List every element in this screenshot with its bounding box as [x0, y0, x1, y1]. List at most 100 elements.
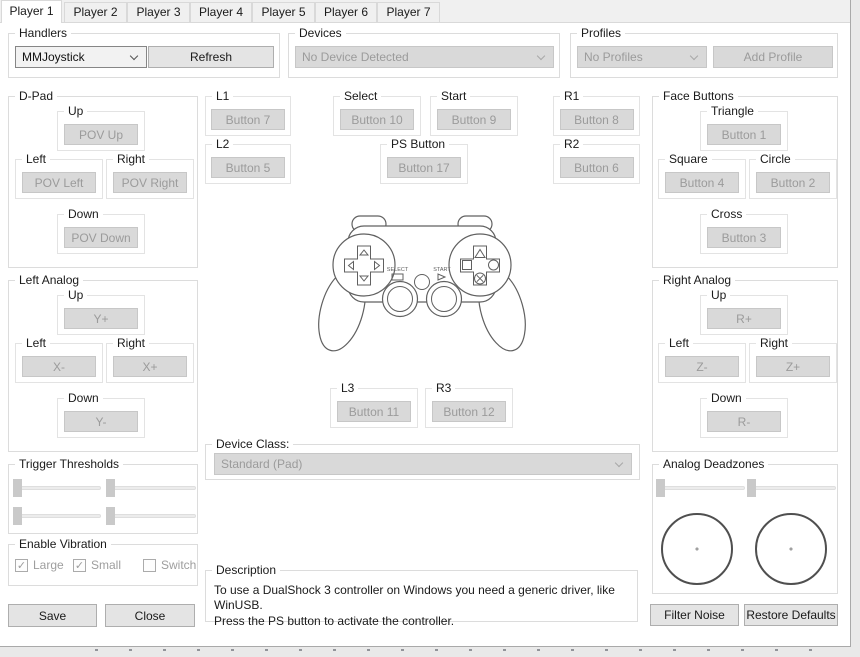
dpad-up-label: Up [64, 104, 88, 119]
slider-thumb[interactable] [656, 479, 665, 497]
vibration-small-checkbox[interactable]: ✓ Small [73, 558, 121, 572]
tab-player-2[interactable]: Player 2 [64, 2, 127, 22]
slider-thumb[interactable] [13, 507, 22, 525]
face-buttons-group-label: Face Buttons [659, 89, 738, 104]
dpad-down-binding-button[interactable]: POV Down [64, 227, 138, 248]
r1-group: R1 Button 8 [553, 89, 640, 136]
controller-illustration: SELECT START [318, 215, 526, 352]
slider-track [14, 486, 101, 490]
right-analog-left-group: Left Z- [658, 336, 746, 383]
slider-thumb[interactable] [106, 507, 115, 525]
ps-button-group: PS Button Button 17 [380, 137, 468, 184]
device-class-group: Device Class: Standard (Pad) [205, 437, 640, 480]
tab-player-3[interactable]: Player 3 [127, 2, 190, 22]
triangle-binding-button[interactable]: Button 1 [707, 124, 781, 145]
left-analog-up-group: Up Y+ [57, 288, 145, 335]
left-analog-up-label: Up [64, 288, 88, 303]
device-class-select[interactable]: Standard (Pad) [214, 453, 632, 475]
background-window-edge [95, 649, 830, 651]
trigger-thresholds-group-label: Trigger Thresholds [15, 457, 124, 472]
cross-group: Cross Button 3 [700, 207, 788, 254]
r1-binding-button[interactable]: Button 8 [559, 109, 634, 130]
profiles-group: Profiles No Profiles Add Profile [570, 26, 838, 78]
circle-binding-button[interactable]: Button 2 [756, 172, 830, 193]
dpad-down-group: Down POV Down [57, 207, 145, 254]
tab-player-7[interactable]: Player 7 [377, 2, 440, 22]
circle-group: Circle Button 2 [749, 152, 837, 199]
select-binding-button[interactable]: Button 10 [340, 109, 414, 130]
left-analog-left-binding-button[interactable]: X- [22, 356, 96, 377]
left-analog-up-binding-button[interactable]: Y+ [64, 308, 138, 329]
dpad-group: D-Pad Up POV Up Left POV Left Right POV … [8, 89, 198, 268]
handler-select[interactable]: MMJoystick [15, 46, 147, 68]
r3-binding-button[interactable]: Button 12 [432, 401, 506, 422]
l2-threshold-slider[interactable] [13, 479, 101, 497]
r3-group: R3 Button 12 [425, 381, 513, 428]
l2-group: L2 Button 5 [205, 137, 291, 184]
add-profile-button[interactable]: Add Profile [713, 46, 833, 68]
right-analog-up-binding-button[interactable]: R+ [707, 308, 781, 329]
vibration-large-checkbox[interactable]: ✓ Large [15, 558, 64, 572]
right-analog-up-label: Up [707, 288, 731, 303]
device-select[interactable]: No Device Detected [295, 46, 554, 68]
left-analog-right-label: Right [113, 336, 150, 351]
device-class-select-value: Standard (Pad) [221, 457, 303, 471]
cross-binding-button[interactable]: Button 3 [707, 227, 781, 248]
checked-checkbox-icon: ✓ [15, 558, 28, 572]
dpad-right-binding-button[interactable]: POV Right [113, 172, 187, 193]
right-analog-down-binding-button[interactable]: R- [707, 411, 781, 432]
ps-binding-button[interactable]: Button 17 [387, 157, 461, 178]
square-binding-button[interactable]: Button 4 [665, 172, 739, 193]
close-button[interactable]: Close [105, 604, 195, 627]
l1-group: L1 Button 7 [205, 89, 291, 136]
chevron-down-icon [614, 458, 624, 468]
description-line-1: To use a DualShock 3 controller on Windo… [214, 583, 615, 612]
vibration-switch-checkbox[interactable]: Switch [143, 558, 196, 572]
start-binding-button[interactable]: Button 9 [437, 109, 511, 130]
devices-group-label: Devices [295, 26, 346, 41]
l2-threshold-slider-2[interactable] [13, 507, 101, 525]
l1-binding-button[interactable]: Button 7 [211, 109, 285, 130]
left-analog-right-binding-button[interactable]: X+ [113, 356, 187, 377]
dpad-up-binding-button[interactable]: POV Up [64, 124, 138, 145]
l2-binding-button[interactable]: Button 5 [211, 157, 285, 178]
left-deadzone-slider[interactable] [656, 479, 745, 497]
tab-player-1[interactable]: Player 1 [1, 0, 62, 23]
save-button[interactable]: Save [8, 604, 97, 627]
tab-player-4[interactable]: Player 4 [190, 2, 252, 22]
l1-label: L1 [212, 89, 234, 104]
dpad-group-label: D-Pad [15, 89, 58, 104]
refresh-button[interactable]: Refresh [148, 46, 274, 68]
select-group: Select Button 10 [333, 89, 421, 136]
dpad-right-label: Right [113, 152, 150, 167]
restore-defaults-button[interactable]: Restore Defaults [744, 604, 838, 626]
left-analog-group-label: Left Analog [15, 273, 84, 288]
profile-select[interactable]: No Profiles [577, 46, 707, 68]
slider-thumb[interactable] [747, 479, 756, 497]
controller-select-text: SELECT [387, 267, 409, 273]
r2-binding-button[interactable]: Button 6 [559, 157, 634, 178]
right-deadzone-preview [755, 513, 827, 585]
right-deadzone-slider[interactable] [747, 479, 836, 497]
cross-label: Cross [707, 207, 747, 222]
dpad-right-group: Right POV Right [106, 152, 194, 199]
tab-player-6[interactable]: Player 6 [315, 2, 377, 22]
l3-label: L3 [337, 381, 359, 396]
filter-noise-button[interactable]: Filter Noise [650, 604, 739, 626]
select-label: Select [340, 89, 382, 104]
l3-binding-button[interactable]: Button 11 [337, 401, 411, 422]
dpad-left-binding-button[interactable]: POV Left [22, 172, 96, 193]
slider-track [107, 486, 196, 490]
tab-player-5[interactable]: Player 5 [252, 2, 315, 22]
slider-thumb[interactable] [13, 479, 22, 497]
slider-thumb[interactable] [106, 479, 115, 497]
left-analog-down-binding-button[interactable]: Y- [64, 411, 138, 432]
r2-threshold-slider-2[interactable] [106, 507, 196, 525]
right-analog-right-binding-button[interactable]: Z+ [756, 356, 830, 377]
controller-start-text: START [433, 267, 451, 273]
enable-vibration-group: Enable Vibration ✓ Large ✓ Small Switch [8, 537, 198, 586]
dpad-down-label: Down [64, 207, 103, 222]
right-analog-left-binding-button[interactable]: Z- [665, 356, 739, 377]
r2-threshold-slider[interactable] [106, 479, 196, 497]
l2-label: L2 [212, 137, 234, 152]
